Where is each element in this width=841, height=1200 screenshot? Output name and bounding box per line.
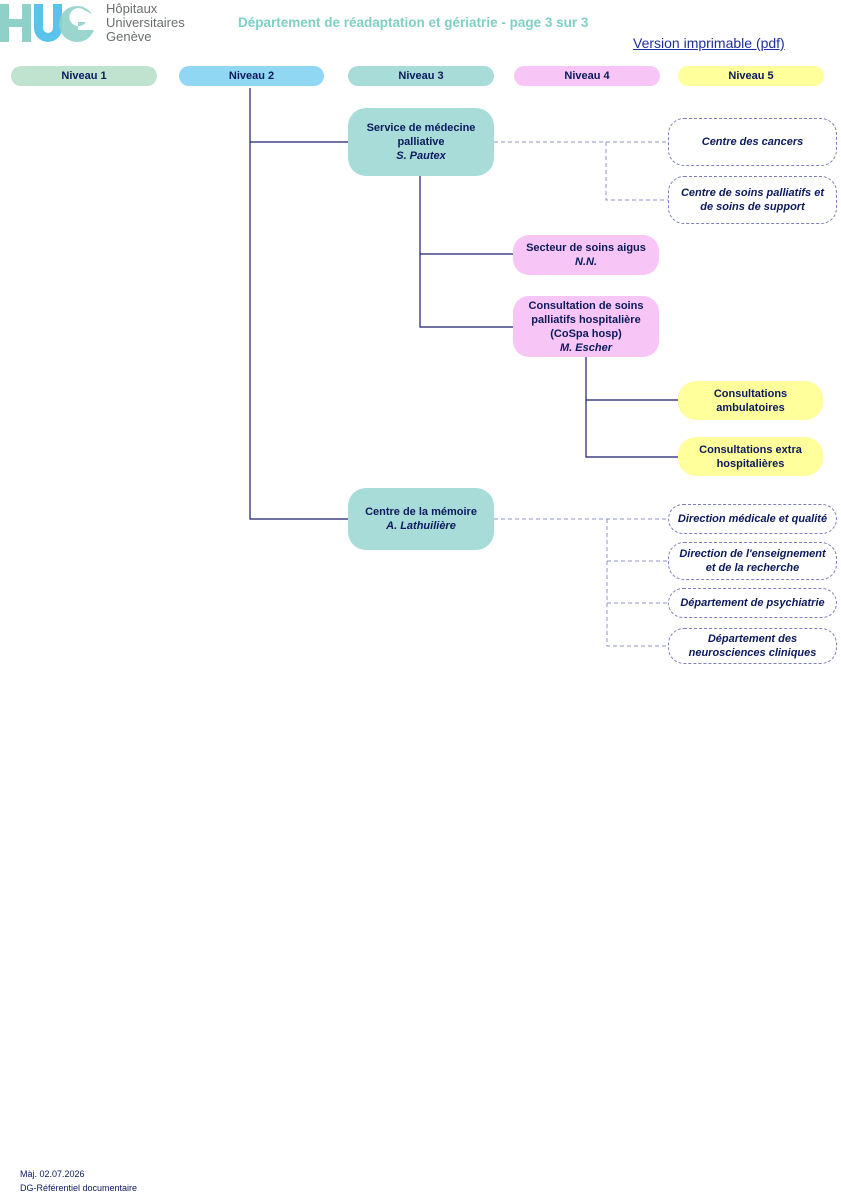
unit-name: Service de médecine palliative bbox=[366, 122, 476, 148]
unit-head: N.N. bbox=[575, 256, 597, 268]
hug-logo-mark bbox=[0, 4, 94, 42]
unit-memory-centre[interactable]: Centre de la mémoire A. Lathuilière bbox=[348, 488, 494, 550]
link-memory-neuro bbox=[606, 519, 668, 647]
level-3-header: Niveau 3 bbox=[348, 66, 494, 86]
unit-ambulatory-consultations[interactable]: Consultations ambulatoires bbox=[678, 381, 823, 420]
level-1-header: Niveau 1 bbox=[11, 66, 157, 86]
unit-name: Secteur de soins aigus bbox=[526, 242, 646, 254]
unit-acute-care[interactable]: Secteur de soins aigus N.N. bbox=[513, 235, 659, 275]
unit-name: Centre de la mémoire bbox=[365, 506, 477, 518]
unit-head: S. Pautex bbox=[396, 150, 446, 162]
connector-level2-memory bbox=[249, 88, 348, 520]
footer-source: DG-Référentiel documentaire bbox=[20, 1183, 138, 1193]
unit-head: M. Escher bbox=[560, 341, 612, 354]
external-medical-direction[interactable]: Direction médicale et qualité bbox=[668, 504, 837, 534]
page-title: Département de réadaptation et gériatrie… bbox=[238, 15, 589, 30]
external-teaching-research-direction[interactable]: Direction de l'enseignement et de la rec… bbox=[668, 542, 837, 580]
logo-line: Universitaires bbox=[106, 15, 185, 30]
unit-cospa-hosp[interactable]: Consultation de soins palliatifs hospita… bbox=[513, 296, 659, 357]
external-psychiatry-department[interactable]: Département de psychiatrie bbox=[668, 588, 837, 618]
logo-line: Hôpitaux bbox=[106, 1, 158, 16]
unit-name: Consultations extra hospitalières bbox=[699, 443, 802, 470]
level-2-header: Niveau 2 bbox=[179, 66, 324, 86]
unit-name: Consultations ambulatoires bbox=[713, 387, 788, 414]
unit-extra-hospital-consultations[interactable]: Consultations extra hospitalières bbox=[678, 437, 823, 476]
footer-update-date: Màj. 02.07.2026 bbox=[20, 1169, 85, 1179]
hug-logo: Hôpitaux Universitaires Genève bbox=[0, 0, 200, 48]
link-palliative-centre bbox=[605, 142, 668, 201]
connector-cospa-extra bbox=[585, 357, 678, 458]
unit-head: A. Lathuilière bbox=[386, 520, 456, 532]
unit-palliative-medicine[interactable]: Service de médecine palliative S. Pautex bbox=[348, 108, 494, 176]
unit-name: Consultation de soins palliatifs hospita… bbox=[528, 299, 644, 340]
logo-wordmark: Hôpitaux Universitaires Genève bbox=[106, 2, 185, 44]
logo-line: Genève bbox=[106, 29, 152, 44]
external-cancer-centre[interactable]: Centre des cancers bbox=[668, 118, 837, 166]
external-palliative-support-centre[interactable]: Centre de soins palliatifs et de soins d… bbox=[668, 176, 837, 224]
connector-palliative-cospa bbox=[419, 176, 513, 328]
level-4-header: Niveau 4 bbox=[514, 66, 660, 86]
org-connectors bbox=[249, 88, 678, 647]
level-5-header: Niveau 5 bbox=[678, 66, 824, 86]
printable-version-link[interactable]: Version imprimable (pdf) bbox=[633, 35, 785, 51]
external-neurosciences-department[interactable]: Département des neurosciences cliniques bbox=[668, 628, 837, 664]
